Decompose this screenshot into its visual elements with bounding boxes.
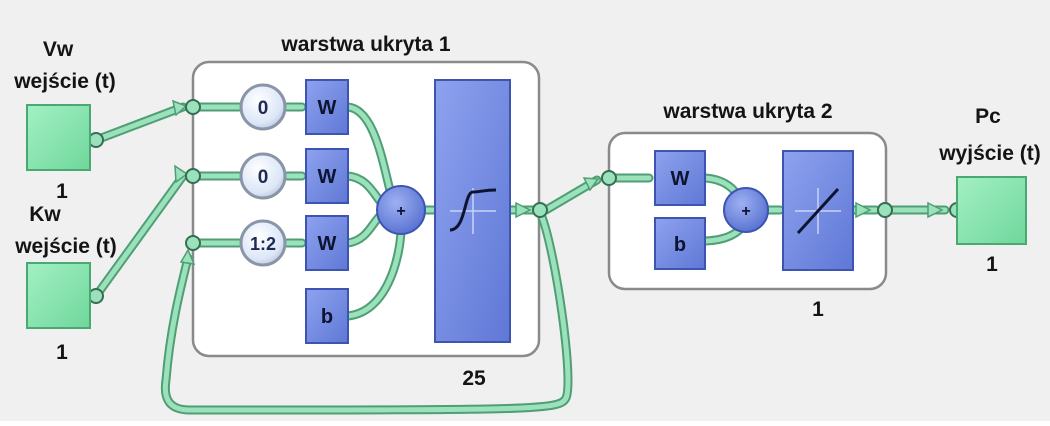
hidden-layer-1-title: warstwa ukryta 1 <box>280 33 451 56</box>
port-dot <box>601 170 617 186</box>
delay-label-1: 0 <box>258 98 269 119</box>
labels: Vw wejście (t) 1 Kw wejście (t) 1 warstw… <box>13 33 1041 390</box>
sum-label: + <box>741 203 750 220</box>
arrow-icon <box>179 248 196 265</box>
delay-dial-1[interactable]: 0 <box>239 83 287 131</box>
dial-icon <box>239 152 287 200</box>
arrow-icon <box>171 99 188 117</box>
weight-label: W <box>318 97 337 119</box>
hidden-layer-2-title: warstwa ukryta 2 <box>662 100 832 123</box>
port-dot <box>185 168 201 184</box>
output-pc-label: wyjście (t) <box>938 142 1041 165</box>
purelin-line-icon <box>795 187 841 235</box>
bias-label: b <box>321 306 333 328</box>
port-dot <box>877 202 893 218</box>
input-kw-square-icon[interactable] <box>26 262 91 329</box>
delay-dial-2[interactable]: 0 <box>239 152 287 200</box>
input-kw-size: 1 <box>56 341 68 364</box>
sum-junction-icon[interactable] <box>723 187 769 233</box>
arrow-icon <box>855 201 872 219</box>
arrow-icon <box>927 201 944 219</box>
weight-label: W <box>318 233 337 255</box>
weight-block[interactable] <box>654 150 706 206</box>
input-kw-label: wejście (t) <box>14 235 117 258</box>
sum-label: + <box>396 203 405 220</box>
output-pc-size: 1 <box>986 253 998 276</box>
hidden-layer-2-size: 1 <box>812 298 824 321</box>
hidden-layer-2-blocks: W b + <box>654 150 854 271</box>
dial-icon <box>239 219 287 267</box>
bias-label: b <box>674 234 686 256</box>
port-dot <box>88 288 104 304</box>
input-vw-square-icon[interactable] <box>26 104 91 171</box>
delay-dial-3[interactable]: 1:2 <box>239 219 287 267</box>
weight-block-3[interactable] <box>305 215 349 271</box>
weight-block-2[interactable] <box>305 148 349 204</box>
weight-block-1[interactable] <box>305 79 349 135</box>
port-dot <box>88 132 104 148</box>
arrow-icon <box>174 164 189 184</box>
delay-label-2: 0 <box>258 167 269 188</box>
sum-junction-icon[interactable] <box>376 185 426 235</box>
input-vw-label: wejście (t) <box>13 70 116 93</box>
weight-label: W <box>671 168 690 190</box>
delay-dials: 0 0 1:2 <box>239 83 287 267</box>
bias-block[interactable] <box>305 288 349 344</box>
input-vw-size: 1 <box>56 180 68 203</box>
output-pc-name: Pc <box>975 105 1001 128</box>
output-pc-square-icon[interactable] <box>956 176 1027 245</box>
input-kw-name: Kw <box>29 203 61 226</box>
port-dot <box>185 99 201 115</box>
bias-block[interactable] <box>654 217 706 270</box>
delay-label-3: 1:2 <box>250 234 276 254</box>
hidden-layer-1-size: 25 <box>462 367 486 390</box>
port-dot <box>185 235 201 251</box>
hidden-layer-1-blocks: W W W b + <box>305 79 511 344</box>
input-vw-name: Vw <box>43 38 74 61</box>
arrow-icon <box>582 177 600 192</box>
arrow-icon <box>515 201 532 219</box>
port-dot <box>532 202 548 218</box>
arrowheads <box>171 99 944 265</box>
weight-label: W <box>318 166 337 188</box>
dial-icon <box>239 83 287 131</box>
tansig-curve-icon <box>449 188 497 234</box>
